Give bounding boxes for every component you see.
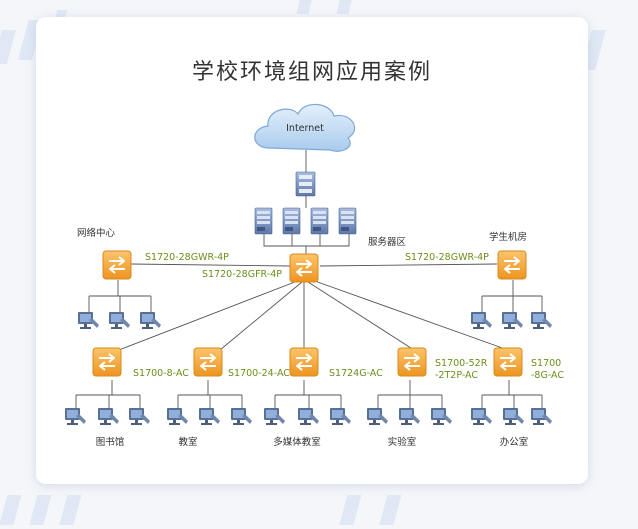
pc-icon: [330, 408, 351, 425]
page-title: 学校环境组网应用案例: [191, 60, 432, 85]
office-label: 办公室: [500, 436, 529, 448]
network-center-label: 网络中心: [77, 227, 116, 239]
server-icon: [310, 207, 329, 235]
pc-icon: [471, 312, 492, 329]
pc-icon: [109, 312, 130, 329]
laboratory-label: 实验室: [388, 436, 417, 448]
server-icon: [338, 207, 357, 235]
pc-icon: [503, 408, 524, 425]
office-switch-icon: [493, 347, 523, 377]
pc-icon: [471, 408, 492, 425]
internet-label: Internet: [286, 123, 324, 134]
lab-switch-icon: [397, 347, 427, 377]
lab-switch-model-line2: -2T2P-AC: [435, 370, 478, 381]
multimedia-switch-icon: [289, 347, 319, 377]
pc-icon: [98, 408, 119, 425]
pc-icon: [367, 408, 388, 425]
core-switch-model: S1720-28GFR-4P: [202, 269, 282, 280]
pc-icon: [129, 408, 150, 425]
library-label: 图书馆: [96, 436, 125, 448]
pc-icon: [140, 312, 161, 329]
pc-icon: [78, 312, 99, 329]
pc-icon: [199, 408, 220, 425]
pc-icon: [167, 408, 188, 425]
library-switch-icon: [92, 347, 122, 377]
pc-icon: [502, 312, 523, 329]
core-switch-icon: [289, 253, 319, 283]
connection-lines: [75, 150, 543, 408]
network-center-switch-icon: [102, 250, 132, 280]
lab-switch-model-line1: S1700-52R: [435, 358, 488, 369]
firewall-icon: [295, 171, 316, 197]
multimedia-switch-model: S1724G-AC: [329, 368, 383, 379]
library-switch-model: S1700-8-AC: [133, 368, 189, 379]
server-zone-label: 服务器区: [368, 236, 407, 248]
pc-icon: [298, 408, 319, 425]
cloud-icon: [254, 103, 356, 152]
classroom-switch-model: S1700-24-AC: [228, 368, 290, 379]
pc-icon: [531, 312, 552, 329]
student-lab-switch-icon: [497, 250, 527, 280]
office-switch-model-line2: -8G-AC: [531, 370, 564, 381]
pc-icon: [399, 408, 420, 425]
right-uplink-model: S1720-28GWR-4P: [405, 252, 489, 263]
classroom-switch-icon: [193, 347, 223, 377]
pc-icon: [531, 408, 552, 425]
server-icon: [254, 207, 273, 235]
student-lab-label: 学生机房: [489, 231, 527, 243]
multimedia-classroom-label: 多媒体教室: [273, 436, 321, 448]
left-uplink-model: S1720-28GWR-4P: [145, 252, 229, 263]
pc-icon: [264, 408, 285, 425]
classroom-label: 教室: [178, 436, 197, 448]
server-icon: [282, 207, 301, 235]
pc-icon: [65, 408, 86, 425]
office-switch-model-line1: S1700: [531, 358, 561, 369]
pc-icon: [431, 408, 452, 425]
pc-icon: [231, 408, 252, 425]
